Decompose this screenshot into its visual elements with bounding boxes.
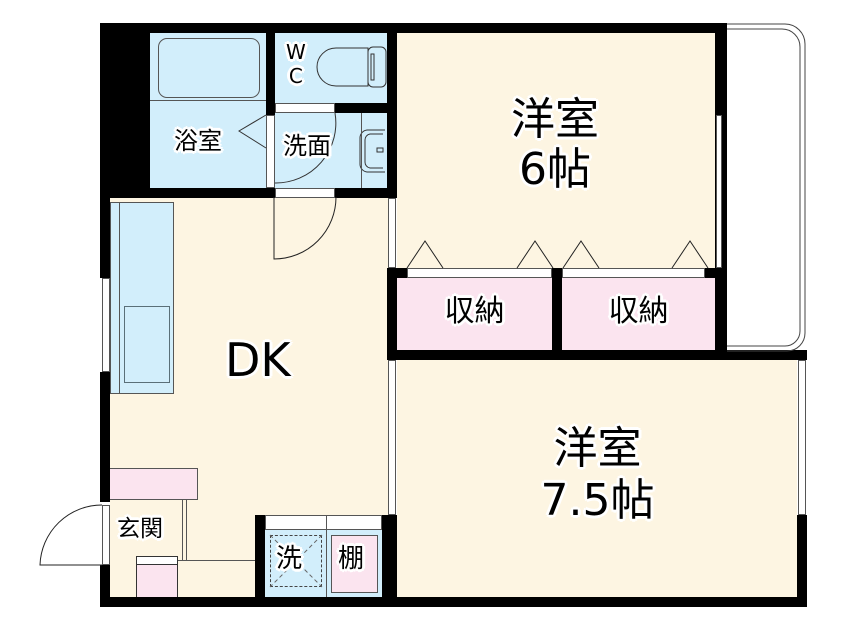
storage-right-label: 収納 [608, 294, 669, 329]
door-opening-center [388, 198, 396, 268]
toilet-icon [316, 46, 387, 88]
wall-storage-divider [552, 268, 562, 358]
wall-south-right [797, 350, 807, 360]
entrance-label: 玄関 [117, 516, 163, 542]
washroom-floor [275, 113, 387, 188]
entrance-step-line-2 [186, 500, 187, 560]
bath-floor [150, 33, 266, 188]
wc-label: W C [286, 40, 306, 88]
wall-left-dk-lower [100, 372, 110, 502]
door-opening-bath [266, 115, 275, 188]
entrance-floor-line [178, 560, 255, 561]
wall-wet-dk [100, 188, 397, 198]
wall-storage-top-right [705, 268, 727, 278]
kitchen-sink [124, 306, 170, 383]
wall-wc-washroom [335, 103, 387, 113]
wall-south-right-lower [797, 515, 807, 607]
sink-icon [359, 129, 385, 173]
entrance-door-swing [39, 504, 103, 566]
door-opening-washroom-bottom [275, 188, 335, 198]
door-opening-entrance [102, 505, 110, 565]
laundry-pan [270, 535, 322, 587]
bath-label: 浴室 [174, 127, 222, 155]
shelf-unit [331, 535, 378, 593]
window-north-east [716, 115, 722, 268]
bedroom-south-floor [397, 360, 797, 597]
wall-top [100, 23, 727, 33]
washroom-door-swing [274, 112, 337, 184]
laundry-floor [265, 530, 327, 597]
entrance-storage [136, 565, 178, 597]
laundry-pan-cross [269, 534, 323, 588]
balcony-outline [727, 23, 806, 352]
wall-center-lower [382, 515, 397, 607]
shelf-label: 棚 [338, 544, 365, 574]
door-opening-washroom-top [275, 103, 335, 113]
kitchen-counter [110, 202, 174, 394]
wall-center-vertical-mid [387, 268, 397, 358]
bedroom-north-label: 洋室 6帖 [511, 94, 599, 195]
closet-door-markers [406, 240, 709, 269]
closet-rail-left [407, 268, 552, 278]
bedroom-south-label: 洋室 7.5帖 [540, 423, 655, 526]
storage-left-floor [397, 278, 552, 350]
washroom-label: 洗面 [283, 132, 331, 160]
wall-left-thick [100, 23, 150, 198]
kitchen-counter-edge [119, 202, 120, 394]
storage-left-label: 収納 [444, 294, 505, 329]
window-dk-left [102, 278, 110, 372]
window-south-west [388, 360, 396, 515]
wall-left-dk [100, 188, 110, 278]
entrance-step-line [182, 500, 183, 560]
storage-right-floor [562, 278, 715, 350]
wall-mid-horizontal [387, 350, 807, 360]
dk-label: DK [225, 333, 291, 387]
window-south-east [798, 360, 806, 515]
wall-bath-wc [266, 33, 275, 188]
dk-door-swing [273, 196, 337, 260]
bath-door-swing [238, 114, 267, 149]
laundry-label: 洗 [276, 544, 303, 574]
wall-left-entrance-lower [100, 565, 110, 607]
wall-laundry-left [255, 515, 265, 607]
closet-rail-right [562, 268, 705, 278]
bathtub [158, 38, 260, 98]
entrance-step [136, 556, 178, 565]
bath-divider [150, 100, 266, 101]
bedroom-north-floor [397, 33, 715, 270]
shoe-cabinet [110, 468, 198, 500]
laundry-top-rail [265, 515, 382, 530]
wall-bottom [100, 597, 807, 607]
wall-center-vertical-top [387, 23, 397, 198]
sink-counter-line [361, 113, 362, 188]
laundry-shelf-divider [326, 515, 327, 597]
wall-storage-top [387, 268, 407, 278]
